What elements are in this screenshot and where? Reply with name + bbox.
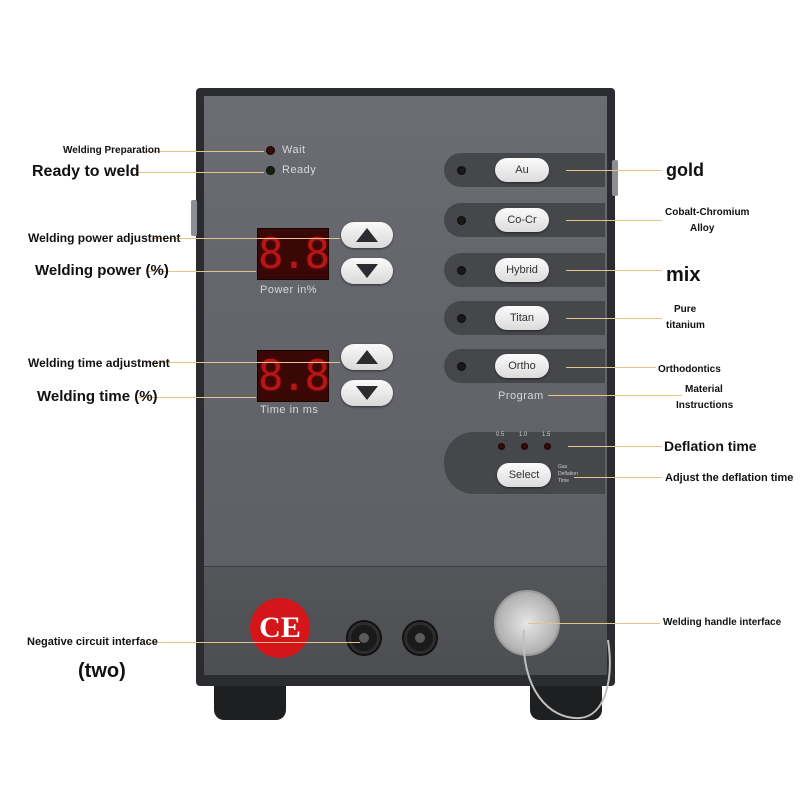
mode-ortho: Ortho [444,349,605,383]
wait-led [266,146,275,155]
ready-label: Ready [282,164,317,176]
gas-side-label-1: Gas [558,464,568,470]
line-time-adj [146,362,340,363]
mode-hybrid-button[interactable]: Hybrid [495,258,549,282]
gas-panel: 0.5 1.0 1.5 Select Gas Deflation Time [444,432,605,494]
time-up-button[interactable] [341,344,393,370]
line-power-pct [146,271,256,272]
line-mix [566,270,662,271]
arrow-up-icon [356,350,378,364]
ann-pure-line1: Pure [674,304,697,315]
mode-co-cr-led [457,216,466,225]
line-power-adj [152,238,340,239]
ann-gold: gold [666,160,704,180]
mode-ortho-led [457,362,466,371]
gas-time-3: 1.5 [542,432,551,438]
ann-two: (two) [78,660,126,682]
negative-jack-1[interactable] [348,622,380,654]
gas-led-1 [498,443,505,450]
mode-au-button[interactable]: Au [495,158,549,182]
time-display-digits: 8.8 [258,351,330,400]
line-negative [146,642,360,643]
line-handle [528,623,660,624]
line-ortho [566,367,656,368]
side-tab-right [612,160,618,196]
line-gold [566,170,662,171]
line-time-pct [138,397,256,398]
ann-welding-handle: Welding handle interface [663,617,782,628]
ann-power-adjustment: Welding power adjustment [28,231,181,245]
jack-socket [415,633,425,643]
ann-material-line1: Material [685,384,723,395]
machine-foot-left [214,680,286,720]
ann-welding-preparation: Welding Preparation [63,145,161,156]
mode-hybrid-led [457,266,466,275]
gas-led-2 [521,443,528,450]
power-display-digits: 8.8 [258,229,330,278]
ann-pure-line2: titanium [666,320,705,331]
ann-power-percent: Welding power (%) [35,262,169,279]
ann-time-percent: Welding time (%) [37,388,158,405]
power-display: 8.8 [257,228,330,280]
line-adjust-deflation [574,477,662,478]
time-display: 8.8 [257,350,330,402]
ann-mix: mix [666,264,701,286]
ann-deflation-time: Deflation time [664,438,757,454]
wait-label: Wait [282,144,306,156]
side-tab-left [191,200,197,236]
arrow-up-icon [356,228,378,242]
line-cocr [566,220,662,221]
gas-time-2: 1.0 [519,432,528,438]
gas-time-1: 0.5 [496,432,505,438]
ann-negative-interface: Negative circuit interface [27,636,158,648]
ann-ready-to-weld: Ready to weld [32,163,140,180]
power-up-button[interactable] [341,222,393,248]
power-down-button[interactable] [341,258,393,284]
time-down-button[interactable] [341,380,393,406]
line-titan [566,318,662,319]
line-program [548,395,682,396]
arrow-down-icon [356,264,378,278]
ann-cobalt-line2: Alloy [690,223,715,234]
power-label: Power in% [260,284,318,296]
ann-orthodontics: Orthodontics [658,364,721,375]
mode-titan-led [457,314,466,323]
ann-time-adjustment: Welding time adjustment [28,356,170,370]
connector-cable [522,629,611,720]
ce-mark: CE [250,598,310,658]
mode-co-cr-button[interactable]: Co-Cr [495,208,549,232]
program-label: Program [498,390,544,402]
ann-cobalt-line1: Cobalt-Chromium [665,207,750,218]
mode-ortho-button[interactable]: Ortho [495,354,549,378]
line-deflation [568,446,662,447]
gas-led-3 [544,443,551,450]
mode-au-led [457,166,466,175]
line-ready [136,172,264,173]
gas-side-label-3: Time [558,478,569,484]
gas-side-label-2: Deflation [558,471,578,477]
line-preparation [140,151,264,152]
ann-adjust-deflation: Adjust the deflation time [665,472,794,484]
ready-led [266,166,275,175]
jack-socket [359,633,369,643]
mode-titan-button[interactable]: Titan [495,306,549,330]
select-button[interactable]: Select [497,463,551,487]
time-label: Time in ms [260,404,319,416]
arrow-down-icon [356,386,378,400]
negative-jack-2[interactable] [404,622,436,654]
ann-material-line2: Instructions [676,400,734,411]
